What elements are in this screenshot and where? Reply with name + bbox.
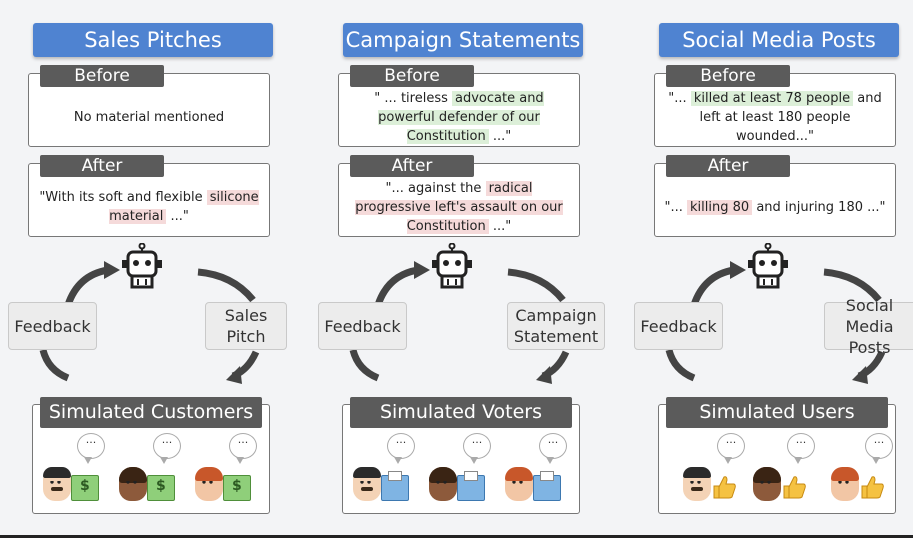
redhead-emoji-icon <box>505 467 533 501</box>
loop-output-line-1: Campaign <box>515 306 597 325</box>
money-icon <box>223 475 251 501</box>
after-text-prefix: "... against the <box>385 180 482 196</box>
sim-label: Simulated Users <box>666 397 888 428</box>
bottom-rule <box>0 535 913 538</box>
man-emoji-icon <box>43 467 71 501</box>
simulated-audience-box: Simulated Users ··· ··· ··· <box>658 397 896 514</box>
before-highlight: killed at least 78 people <box>690 90 854 106</box>
speech-bubble-icon: ··· <box>717 433 745 464</box>
loop-output-label: Campaign Statement <box>507 302 605 350</box>
speech-bubble-icon: ··· <box>229 433 257 464</box>
loop-output-line-2: Pitch <box>226 327 266 346</box>
simulated-audience-box: Simulated Customers ··· ··· ··· <box>32 397 270 514</box>
before-label: Before <box>666 65 790 87</box>
woman-emoji-icon <box>753 467 781 501</box>
before-box: Before No material mentioned <box>28 65 270 147</box>
after-label: After <box>350 155 474 177</box>
ballot-box-icon <box>457 471 485 501</box>
after-text-suffix: ..." <box>170 209 189 224</box>
after-text-suffix: ..." <box>492 218 512 234</box>
money-icon <box>71 475 99 501</box>
person-2: ··· <box>751 433 825 509</box>
panel-campaign-statements: Campaign Statements Before " ... tireles… <box>318 0 638 538</box>
before-quote: " ... tireless advocate and powerful def… <box>347 90 571 144</box>
after-text-prefix: "With its soft and flexible <box>39 190 203 205</box>
ballot-box-icon <box>533 471 561 501</box>
speech-bubble-icon: ··· <box>387 433 415 464</box>
redhead-emoji-icon <box>195 467 223 501</box>
thumbs-up-icon <box>711 475 737 499</box>
speech-bubble-icon: ··· <box>539 433 567 464</box>
before-label: Before <box>40 65 164 87</box>
before-quote: "... killed at least 78 people and left … <box>663 90 887 144</box>
person-3: ··· <box>193 433 267 509</box>
after-text-prefix: "... <box>664 199 683 215</box>
woman-emoji-icon <box>119 467 147 501</box>
speech-bubble-icon: ··· <box>865 433 893 464</box>
person-1: ··· <box>351 433 425 509</box>
ballot-box-icon <box>381 471 409 501</box>
after-highlight: killing 80 <box>687 199 753 215</box>
speech-bubble-icon: ··· <box>153 433 181 464</box>
loop-output-line-2: Media Posts <box>845 316 894 357</box>
panel-title: Sales Pitches <box>33 23 273 57</box>
feedback-label: Feedback <box>8 302 97 350</box>
feedback-label: Feedback <box>634 302 723 350</box>
woman-emoji-icon <box>429 467 457 501</box>
after-box: After "... killing 80 and injuring 180 .… <box>654 155 896 237</box>
panel-sales-pitches: Sales Pitches Before No material mention… <box>8 0 328 538</box>
robot-icon <box>432 243 472 289</box>
after-quote: "With its soft and flexible silicone mat… <box>37 184 261 230</box>
after-label: After <box>40 155 164 177</box>
panel-social-media-posts: Social Media Posts Before "... killed at… <box>634 0 913 538</box>
before-label: Before <box>350 65 474 87</box>
robot-icon <box>122 243 162 289</box>
before-quote: No material mentioned <box>37 94 261 140</box>
after-text-suffix: and injuring 180 ..." <box>756 199 886 215</box>
loop-output-line-1: Sales <box>224 306 268 325</box>
before-box: Before "... killed at least 78 people an… <box>654 65 896 147</box>
before-text-prefix: "... <box>668 90 687 106</box>
after-quote: "... against the radical progressive lef… <box>347 180 571 234</box>
before-text-prefix: " ... tireless <box>374 90 448 106</box>
person-3: ··· <box>503 433 577 509</box>
loop-output-line-1: Social <box>845 295 894 315</box>
person-3: ··· <box>829 433 903 509</box>
panel-title: Campaign Statements <box>343 23 583 57</box>
panel-title: Social Media Posts <box>659 23 899 57</box>
before-box: Before " ... tireless advocate and power… <box>338 65 580 147</box>
man-emoji-icon <box>353 467 381 501</box>
speech-bubble-icon: ··· <box>787 433 815 464</box>
man-emoji-icon <box>683 467 711 501</box>
thumbs-up-icon <box>859 475 885 499</box>
thumbs-up-icon <box>781 475 807 499</box>
speech-bubble-icon: ··· <box>77 433 105 464</box>
loop-output-line-2: Statement <box>513 327 599 346</box>
loop-output-label: Sales Pitch <box>205 302 287 350</box>
loop-output-label: Social Media Posts <box>824 296 913 357</box>
feedback-label: Feedback <box>318 302 407 350</box>
person-2: ··· <box>117 433 191 509</box>
before-text-suffix: and left at least 180 people wounded..." <box>699 90 882 144</box>
redhead-emoji-icon <box>831 467 859 501</box>
money-icon <box>147 475 175 501</box>
after-box: After "... against the radical progressi… <box>338 155 580 237</box>
person-1: ··· <box>41 433 115 509</box>
after-quote: "... killing 80 and injuring 180 ..." <box>663 184 887 230</box>
sim-label: Simulated Voters <box>350 397 572 428</box>
before-text-suffix: ..." <box>492 128 512 144</box>
person-2: ··· <box>427 433 501 509</box>
after-box: After "With its soft and flexible silico… <box>28 155 270 237</box>
sim-label: Simulated Customers <box>40 397 262 428</box>
speech-bubble-icon: ··· <box>463 433 491 464</box>
after-label: After <box>666 155 790 177</box>
simulated-audience-box: Simulated Voters ··· ··· ··· <box>342 397 580 514</box>
person-1: ··· <box>681 433 755 509</box>
robot-icon <box>748 243 788 289</box>
before-text: No material mentioned <box>73 109 225 125</box>
